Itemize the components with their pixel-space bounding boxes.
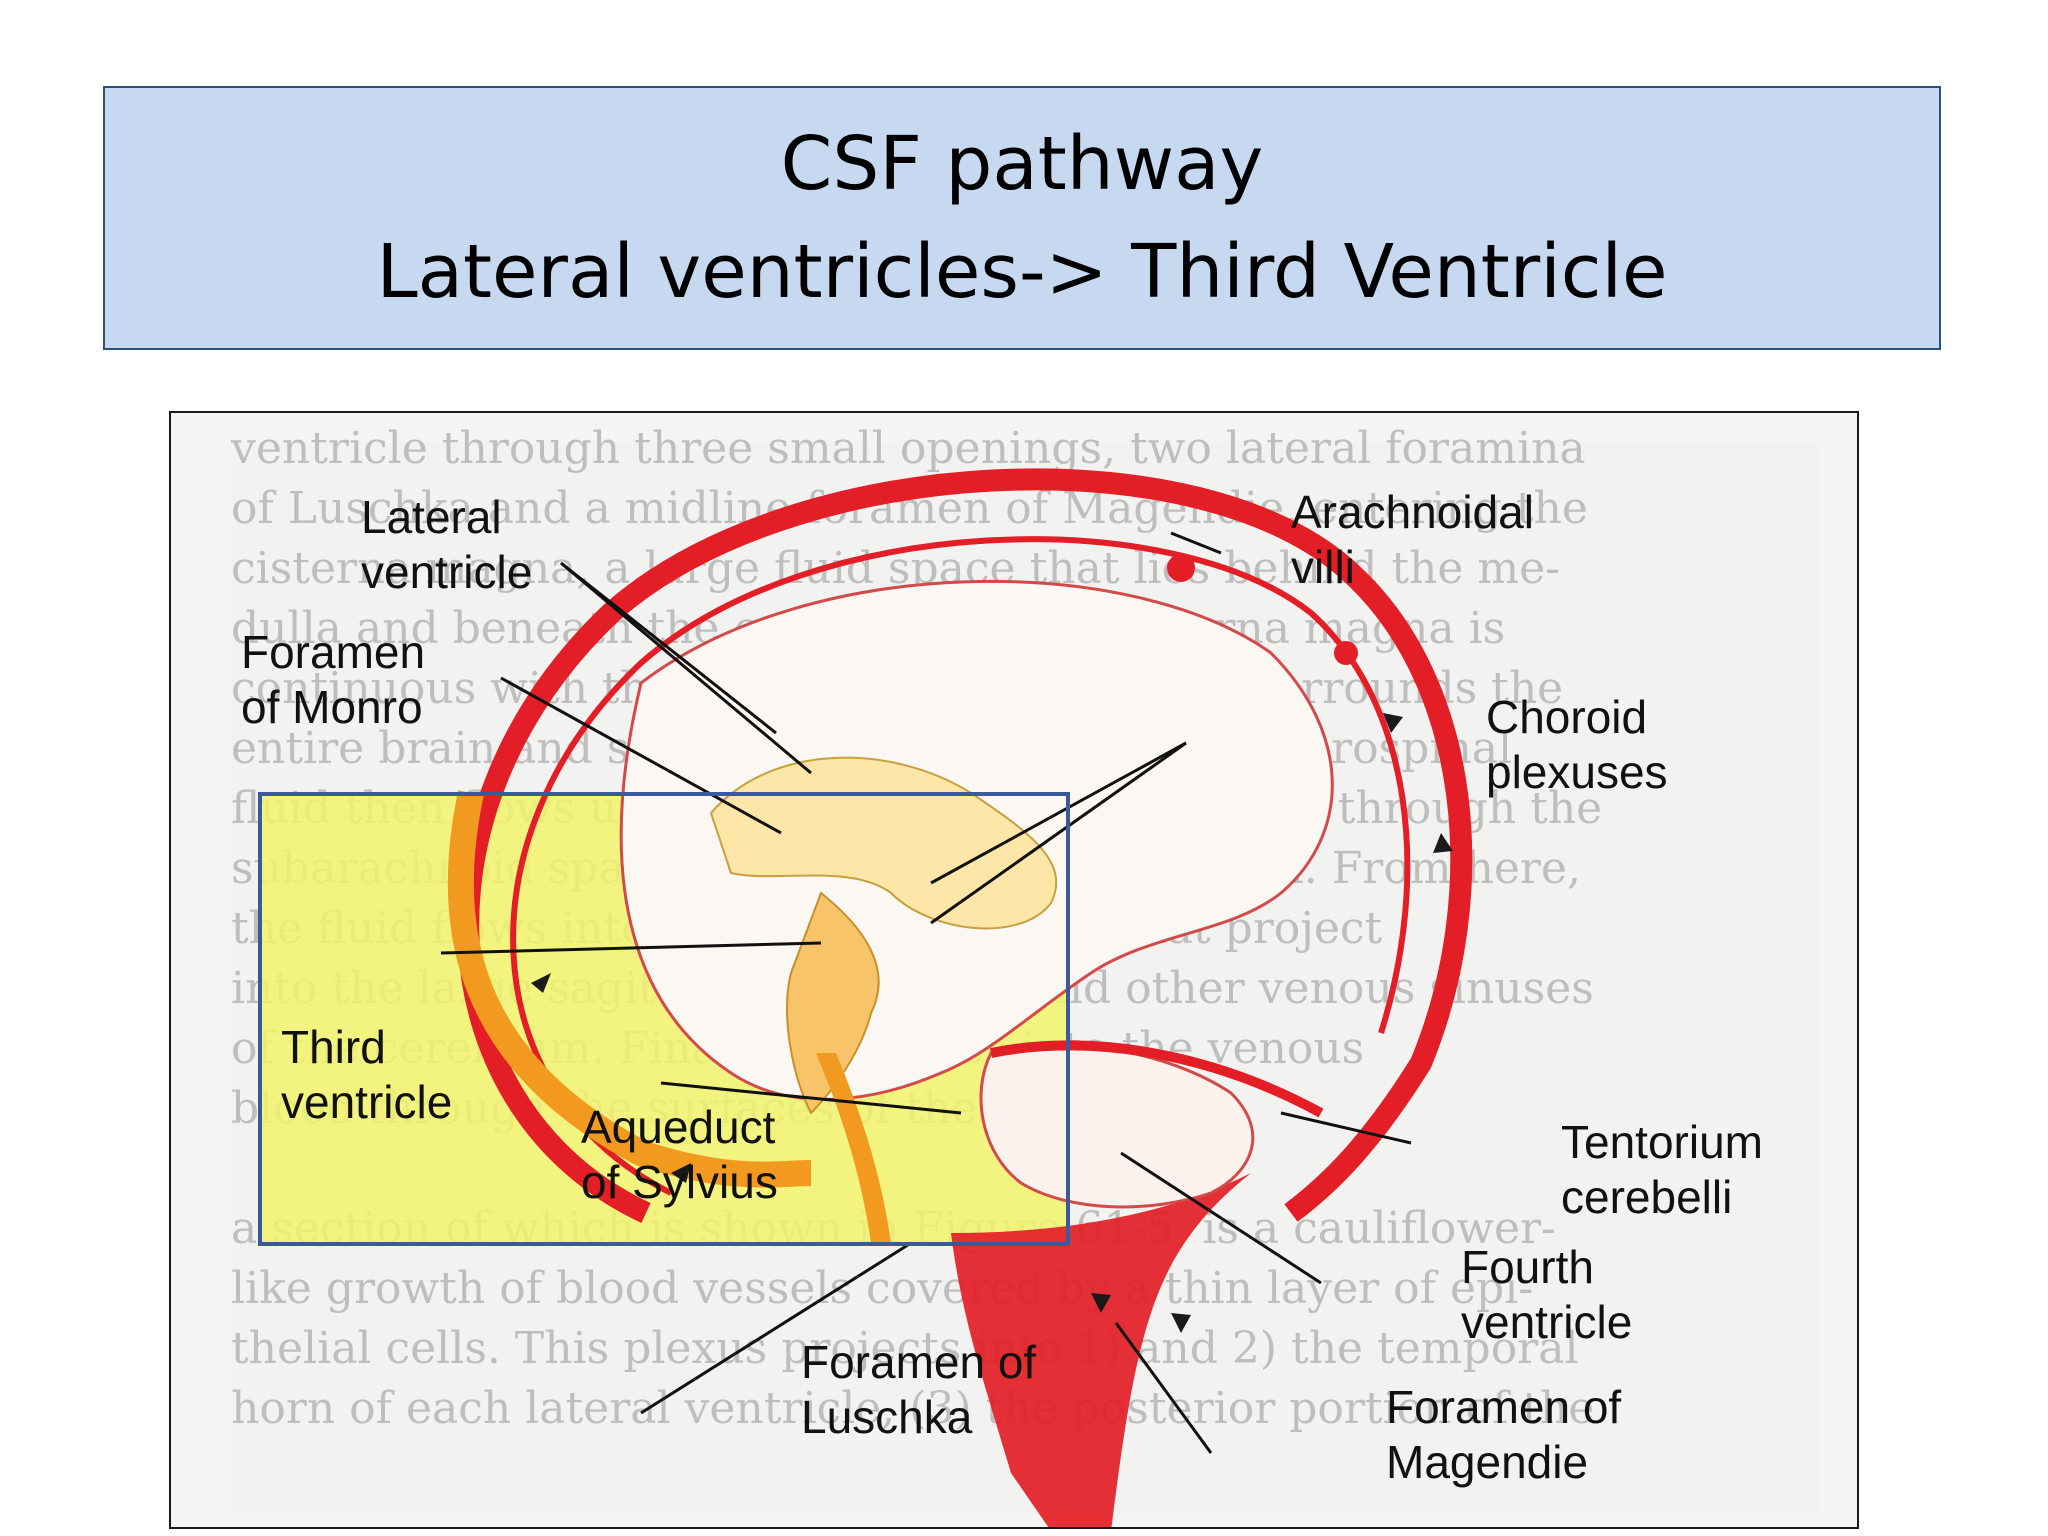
- svg-text:ventricle: ventricle: [1461, 1296, 1632, 1348]
- arachnoidal-villus: [1167, 554, 1195, 582]
- svg-text:ventricle through three small: ventricle through three small openings, …: [230, 423, 1586, 474]
- label-third-ventricle-1: Third: [281, 1021, 386, 1073]
- svg-text:Foramen of: Foramen of: [801, 1336, 1036, 1388]
- label-arachnoidal-villi-2: villi: [1291, 541, 1355, 593]
- svg-text:ventricle: ventricle: [361, 546, 532, 598]
- label-arachnoidal-villi-1: Arachnoidal: [1291, 486, 1534, 538]
- svg-text:Magendie: Magendie: [1386, 1436, 1588, 1488]
- svg-text:like growth of blood vessels c: like growth of blood vessels covered by …: [231, 1263, 1533, 1314]
- label-foramen-monro-2: of Monro: [241, 681, 423, 733]
- leader-lines: [440, 531, 1412, 1454]
- svg-text:cerebelli: cerebelli: [1561, 1171, 1732, 1223]
- title-box: CSF pathway Lateral ventricles-> Third V…: [103, 86, 1941, 350]
- highlight-box-border: [258, 792, 1070, 1246]
- label-fourth-ventricle-1: Fourth: [1461, 1241, 1594, 1293]
- svg-text:Third: Third: [281, 1021, 386, 1073]
- label-luschka-2: Luschka: [801, 1391, 973, 1443]
- svg-text:of Monro: of Monro: [241, 681, 423, 733]
- tentorium: [990, 1040, 1324, 1118]
- label-lateral-ventricle-1: Lateral: [361, 491, 502, 543]
- svg-text:Aqueduct: Aqueduct: [581, 1101, 776, 1153]
- svg-text:Lateral: Lateral: [361, 491, 502, 543]
- svg-text:horn of each lateral ventricle: horn of each lateral ventricle, (3) the …: [231, 1383, 1594, 1434]
- label-foramen-monro-1: Foramen: [241, 626, 425, 678]
- svg-text:Luschka: Luschka: [801, 1391, 973, 1443]
- svg-text:Foramen: Foramen: [241, 626, 425, 678]
- brain-diagram: ventricle through three small openings, …: [230, 423, 1821, 1527]
- svg-text:Tentorium: Tentorium: [1561, 1116, 1763, 1168]
- brainstem: [951, 1173, 1251, 1527]
- label-tentorium-2: cerebelli: [1561, 1171, 1732, 1223]
- svg-text:of Sylvius: of Sylvius: [581, 1156, 778, 1208]
- svg-text:plexuses: plexuses: [1486, 746, 1668, 798]
- label-lateral-ventricle-2: ventricle: [361, 546, 532, 598]
- csf-pathway-figure: ventricle through three small openings, …: [169, 411, 1859, 1529]
- svg-text:Arachnoidal: Arachnoidal: [1291, 486, 1534, 538]
- label-aqueduct-1: Aqueduct: [581, 1101, 776, 1153]
- arachnoidal-villus: [1334, 641, 1358, 665]
- svg-text:Fourth: Fourth: [1461, 1241, 1594, 1293]
- label-magendie-1: Foramen of: [1386, 1381, 1621, 1433]
- flow-arrows: [531, 713, 1453, 1333]
- svg-text:villi: villi: [1291, 541, 1355, 593]
- svg-text:ventricle: ventricle: [281, 1076, 452, 1128]
- lateral-ventricle-shape: [709, 756, 1058, 930]
- label-third-ventricle-2: ventricle: [281, 1076, 452, 1128]
- title-line-1: CSF pathway: [780, 121, 1264, 207]
- svg-text:thelial cells. This plexus pro: thelial cells. This plexus projects into…: [231, 1323, 1579, 1374]
- svg-text:Foramen of: Foramen of: [1386, 1381, 1621, 1433]
- label-choroid-plexuses-2: plexuses: [1486, 746, 1668, 798]
- csf-orange-flow: [447, 790, 812, 1188]
- label-aqueduct-2: of Sylvius: [581, 1156, 778, 1208]
- inner-arc: [510, 536, 1411, 1196]
- label-magendie-2: Magendie: [1386, 1436, 1588, 1488]
- label-choroid-plexuses-1: Choroid: [1486, 691, 1647, 743]
- label-luschka-1: Foramen of: [801, 1336, 1036, 1388]
- title-line-2: Lateral ventricles-> Third Ventricle: [376, 229, 1668, 315]
- svg-text:Choroid: Choroid: [1486, 691, 1647, 743]
- label-tentorium-1: Tentorium: [1561, 1116, 1763, 1168]
- label-fourth-ventricle-2: ventricle: [1461, 1296, 1632, 1348]
